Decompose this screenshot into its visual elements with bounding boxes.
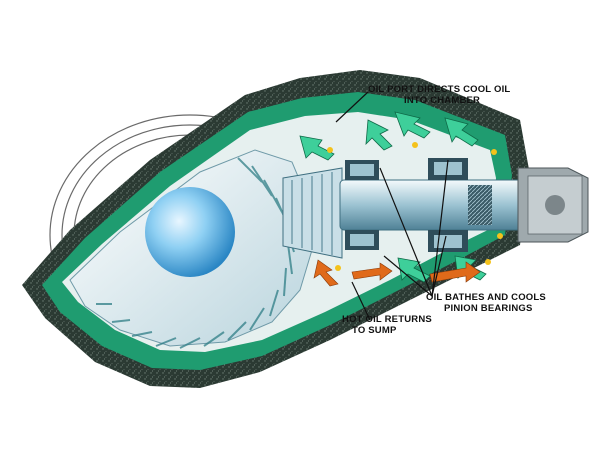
leader-pinion-bearing-c: [431, 235, 447, 297]
pinion-bearings-label-line1: OIL BATHES AND COOLS: [426, 292, 546, 303]
differential-carrier-ball: [145, 187, 235, 277]
inner-pinion-bearing: [345, 160, 379, 250]
hot-oil-label-line1: HOT OIL RETURNS: [342, 314, 432, 325]
leader-oil-port: [335, 91, 369, 123]
pinion-bearings-label: OIL BATHES AND COOLS PINION BEARINGS: [426, 292, 546, 314]
cool-oil-flow-arrows: [299, 111, 487, 283]
pinion-bearings-label-line2: PINION BEARINGS: [444, 303, 533, 314]
oil-port-label: OIL PORT DIRECTS COOL OIL INTO CHAMBER: [368, 84, 510, 106]
leader-pinion-bearing-b: [383, 255, 433, 297]
oil-drip-accents: [327, 142, 503, 271]
oil-port-label-line2: INTO CHAMBER: [404, 95, 481, 106]
hot-oil-label-line2: TO SUMP: [352, 325, 397, 336]
hot-oil-label: HOT OIL RETURNS TO SUMP: [342, 314, 432, 336]
leader-pinion-bearing-a: [379, 167, 433, 297]
hot-oil-flow-arrows: [313, 259, 481, 287]
pinion-spline: [468, 185, 492, 225]
leader-pinion-bearing-d: [431, 159, 449, 297]
leader-hot-oil: [351, 281, 371, 321]
oil-port-label-line1: OIL PORT DIRECTS COOL OIL: [368, 84, 511, 95]
ring-gear: [69, 149, 313, 349]
label-leader-lines: [335, 91, 449, 321]
pinion-shaft: [339, 179, 526, 231]
